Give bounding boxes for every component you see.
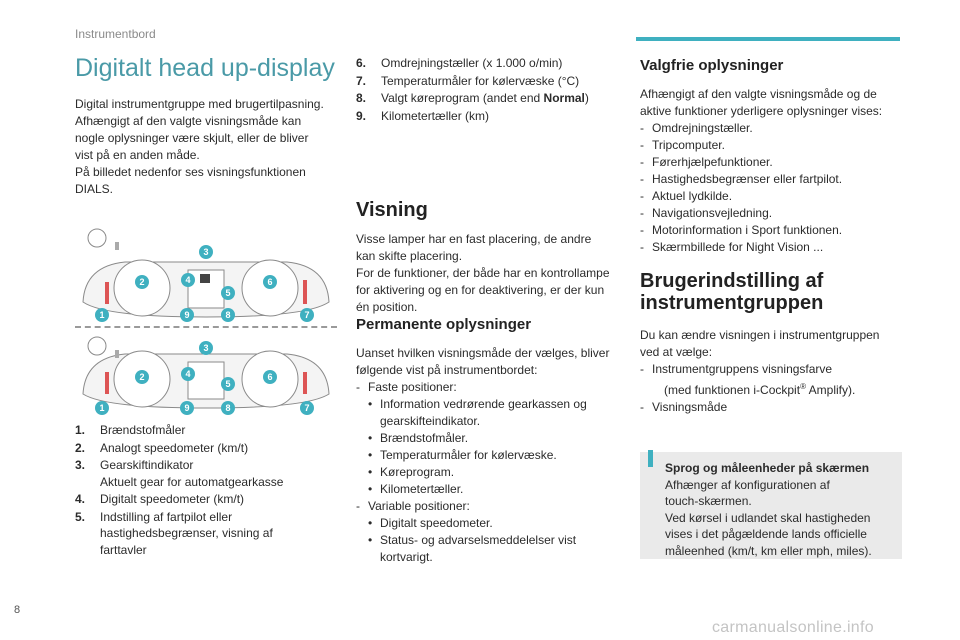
callout-2: 2	[135, 275, 149, 289]
callout-9b: 9	[180, 401, 194, 415]
section-heading-permanente: Permanente oplysninger	[356, 316, 532, 333]
intro-line: vist på en anden måde.	[75, 148, 200, 162]
legend-list-continued: 6.Omdrejningstæller (x 1.000 o/min) 7.Te…	[356, 55, 626, 125]
section-header: Instrumentbord	[75, 27, 156, 41]
page-number: 8	[14, 604, 21, 616]
legend-item: 1.Brændstofmåler	[75, 423, 186, 437]
bruger-content: Du kan ændre visningen i instrumentgrupp…	[640, 327, 905, 416]
list-item: -Navigationsvejledning.	[640, 206, 773, 220]
legend-list: 1.Brændstofmåler 2.Analogt speedometer (…	[75, 422, 337, 559]
intro-line: nogle oplysninger være skjult, eller de …	[75, 131, 309, 145]
intro-line: Afhængigt af den valgte visningsmåde kan	[75, 114, 302, 128]
info-icon	[648, 450, 653, 467]
list-item: -Skærmbillede for Night Vision ...	[640, 240, 824, 254]
intro-line: Digital instrumentgruppe med brugertilpa…	[75, 97, 324, 111]
callout-2b: 2	[135, 370, 149, 384]
instrument-cluster-figure: 3 2 4 5 6 1 9 8 7 3 2 4 5 6 1 9 8 7	[75, 222, 337, 417]
callout-7: 7	[300, 308, 314, 322]
callout-6: 6	[263, 275, 277, 289]
callout-4: 4	[181, 273, 195, 287]
intro-paragraph: Digital instrumentgruppe med brugertilpa…	[75, 96, 337, 198]
legend-item: 7.Temperaturmåler for kølervæske (°C)	[356, 73, 580, 88]
watermark: carmanualsonline.info	[712, 619, 874, 636]
header-accent-bar	[636, 37, 900, 41]
callout-9: 9	[180, 308, 194, 322]
list-item-continuation: (med funktionen i-Cockpit® Amplify).	[664, 382, 856, 397]
callout-1b: 1	[95, 401, 109, 415]
list-item: -Instrumentgruppens visningsfarve	[640, 362, 833, 376]
intro-line: På billedet nedenfor ses visningsfunktio…	[75, 165, 306, 179]
section-heading-valgfrie: Valgfrie oplysninger	[640, 57, 784, 74]
list-item: -Motorinformation i Sport funktionen.	[640, 223, 843, 237]
callout-1: 1	[95, 308, 109, 322]
callout-8b: 8	[221, 401, 235, 415]
callout-5: 5	[221, 286, 235, 300]
visning-paragraph: Visse lamper har en fast placering, de a…	[356, 232, 610, 314]
list-item: -Visningsmåde	[640, 400, 728, 414]
legend-item: 4.Digitalt speedometer (km/t)	[75, 492, 245, 506]
callout-4b: 4	[181, 367, 195, 381]
list-item: -Tripcomputer.	[640, 138, 725, 152]
list-item: -Hastighedsbegrænser eller fartpilot.	[640, 172, 843, 186]
valgfrie-content: Afhængigt af den valgte visningsmåde og …	[640, 86, 905, 256]
callout-8: 8	[221, 308, 235, 322]
legend-item: 2.Analogt speedometer (km/t)	[75, 440, 249, 455]
callout-6b: 6	[263, 370, 277, 384]
callout-7b: 7	[300, 401, 314, 415]
list-item: -Aktuel lydkilde.	[640, 189, 733, 203]
note-title: Sprog og måleenheder på skærmen	[665, 461, 870, 475]
cluster-top	[82, 228, 330, 318]
list-item: -Førerhjælpefunktioner.	[640, 155, 773, 169]
callout-3b: 3	[199, 341, 213, 355]
figure-divider	[75, 326, 337, 328]
page-title: Digitalt head up-display	[75, 54, 335, 82]
info-note-box: Sprog og måleenheder på skærmen Afhænger…	[640, 450, 902, 559]
section-heading-visning: Visning	[356, 199, 428, 221]
legend-item: 8.Valgt køreprogram (andet end Normal)	[356, 91, 589, 105]
callout-5b: 5	[221, 377, 235, 391]
permanente-content: Uanset hvilken visningsmåde der vælges, …	[356, 346, 610, 564]
list-item: -Omdrejningstæller.	[640, 121, 753, 135]
legend-item: 6.Omdrejningstæller (x 1.000 o/min)	[356, 56, 563, 70]
intro-line: DIALS.	[75, 182, 114, 196]
legend-item: 9.Kilometertæller (km)	[356, 108, 490, 123]
callout-3: 3	[199, 245, 213, 259]
